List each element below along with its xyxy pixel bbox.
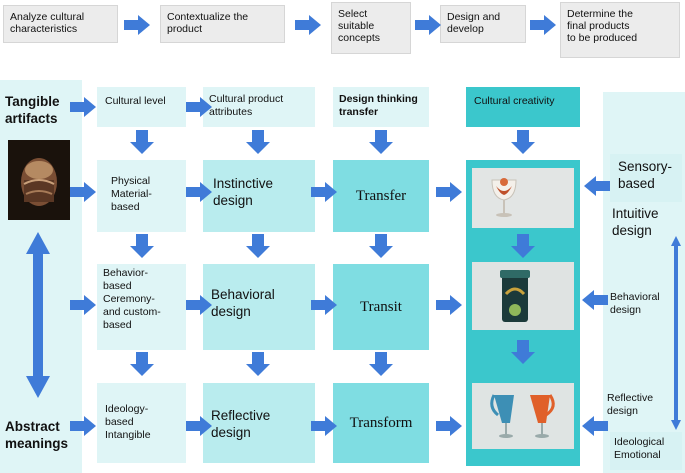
- header-cultural-creativity-label: Cultural creativity: [474, 95, 555, 107]
- product-photo-cups: [472, 383, 574, 449]
- design-instinctive: Instinctive design: [203, 160, 315, 232]
- wine-glass-icon: [472, 168, 574, 228]
- double-arrow-icon: [26, 232, 50, 398]
- process-step-3: Select suitable concepts: [331, 2, 411, 54]
- arrow-left-icon: [582, 290, 608, 310]
- level-physical: Physical Material- based: [97, 160, 186, 232]
- product-photo-glass: [472, 168, 574, 228]
- transit-box: Transit: [333, 264, 429, 350]
- arrow-left-icon: [582, 416, 608, 436]
- arrow-down-icon: [369, 130, 393, 154]
- arrow-left-icon: [584, 176, 610, 196]
- header-product-attributes-label: Cultural product attributes: [209, 93, 284, 118]
- arrow-right-icon: [70, 416, 96, 436]
- canister-icon: [472, 262, 574, 330]
- arrow-down-icon: [130, 130, 154, 154]
- arrow-down-icon: [511, 130, 535, 154]
- design-reflective: Reflective design: [203, 383, 315, 463]
- arrow-down-icon: [511, 340, 535, 364]
- cups-icon: [472, 383, 574, 449]
- header-cultural-level-label: Cultural level: [105, 95, 166, 107]
- intuitive-design-label: Intuitive design: [612, 206, 659, 238]
- arrow-right-icon: [311, 182, 337, 202]
- design-behavioral-label: Behavioral design: [211, 287, 275, 319]
- arrow-right-icon: [186, 182, 212, 202]
- sensory-based-label: Sensory- based: [618, 159, 673, 191]
- level-ideology-label: Ideology- based Intangible: [105, 403, 151, 441]
- vertical-double-arrow-icon: [671, 236, 681, 430]
- arrow-down-icon: [511, 234, 535, 258]
- arrow-down-icon: [130, 234, 154, 258]
- tangible-artifacts-label: Tangible artifacts: [5, 94, 60, 126]
- process-step-5-label: Determine the final products to be produ…: [567, 8, 638, 44]
- header-cultural-level: Cultural level: [97, 87, 186, 127]
- arrow-down-icon: [369, 234, 393, 258]
- design-reflective-label: Reflective design: [211, 408, 271, 440]
- header-cultural-creativity: Cultural creativity: [466, 87, 580, 127]
- arrow-right-icon: [70, 97, 96, 117]
- ideological-emotional-box: Ideological Emotional: [610, 432, 682, 470]
- transfer-box: Transfer: [333, 160, 429, 232]
- arrow-right-icon: [436, 182, 462, 202]
- level-physical-label: Physical Material- based: [111, 175, 152, 213]
- arrow-right-icon: [186, 295, 212, 315]
- arrow-down-icon: [246, 130, 270, 154]
- transform-box: Transform: [333, 383, 429, 463]
- arrow-right-icon: [70, 182, 96, 202]
- product-photo-canister: [472, 262, 574, 330]
- design-behavioral: Behavioral design: [203, 264, 315, 350]
- ideological-emotional-label: Ideological Emotional: [614, 436, 665, 461]
- header-product-attributes: Cultural product attributes: [203, 87, 315, 127]
- arrow-down-icon: [246, 234, 270, 258]
- sensory-based-box: Sensory- based: [610, 154, 682, 202]
- arrow-down-icon: [130, 352, 154, 376]
- abstract-meanings-label: Abstract meanings: [5, 419, 69, 451]
- process-step-2: Contextualize the product: [160, 5, 285, 43]
- artifact-image-icon: [8, 140, 70, 220]
- arrow-right-icon: [70, 295, 96, 315]
- process-step-4-label: Design and develop: [447, 11, 501, 35]
- process-step-4: Design and develop: [440, 5, 526, 43]
- reflective-design-label: Reflective design: [607, 392, 654, 417]
- arrow-right-icon: [311, 416, 337, 436]
- header-design-thinking-label: Design thinking transfer: [339, 93, 418, 118]
- artifact-photo: [8, 140, 70, 220]
- arrow-down-icon: [246, 352, 270, 376]
- transform-label: Transform: [349, 414, 413, 431]
- process-step-1-label: Analyze cultural characteristics: [10, 11, 85, 35]
- header-design-thinking: Design thinking transfer: [333, 87, 429, 127]
- arrow-right-icon: [436, 295, 462, 315]
- level-behavior-label: Behavior- based Ceremony- and custom- ba…: [103, 267, 161, 331]
- process-step-2-label: Contextualize the product: [167, 11, 249, 35]
- arrow-right-icon: [436, 416, 462, 436]
- arrow-right-icon: [311, 295, 337, 315]
- transit-label: Transit: [360, 298, 402, 315]
- process-step-5: Determine the final products to be produ…: [560, 2, 680, 58]
- transfer-label: Transfer: [355, 187, 407, 204]
- arrow-down-icon: [369, 352, 393, 376]
- level-ideology: Ideology- based Intangible: [97, 383, 186, 463]
- arrow-right-icon: [186, 416, 212, 436]
- level-behavior: Behavior- based Ceremony- and custom- ba…: [97, 264, 186, 350]
- behavioral-design-label: Behavioral design: [610, 291, 660, 316]
- process-step-1: Analyze cultural characteristics: [3, 5, 118, 43]
- process-step-3-label: Select suitable concepts: [338, 8, 381, 44]
- design-instinctive-label: Instinctive design: [213, 176, 274, 208]
- arrow-right-icon: [186, 97, 212, 117]
